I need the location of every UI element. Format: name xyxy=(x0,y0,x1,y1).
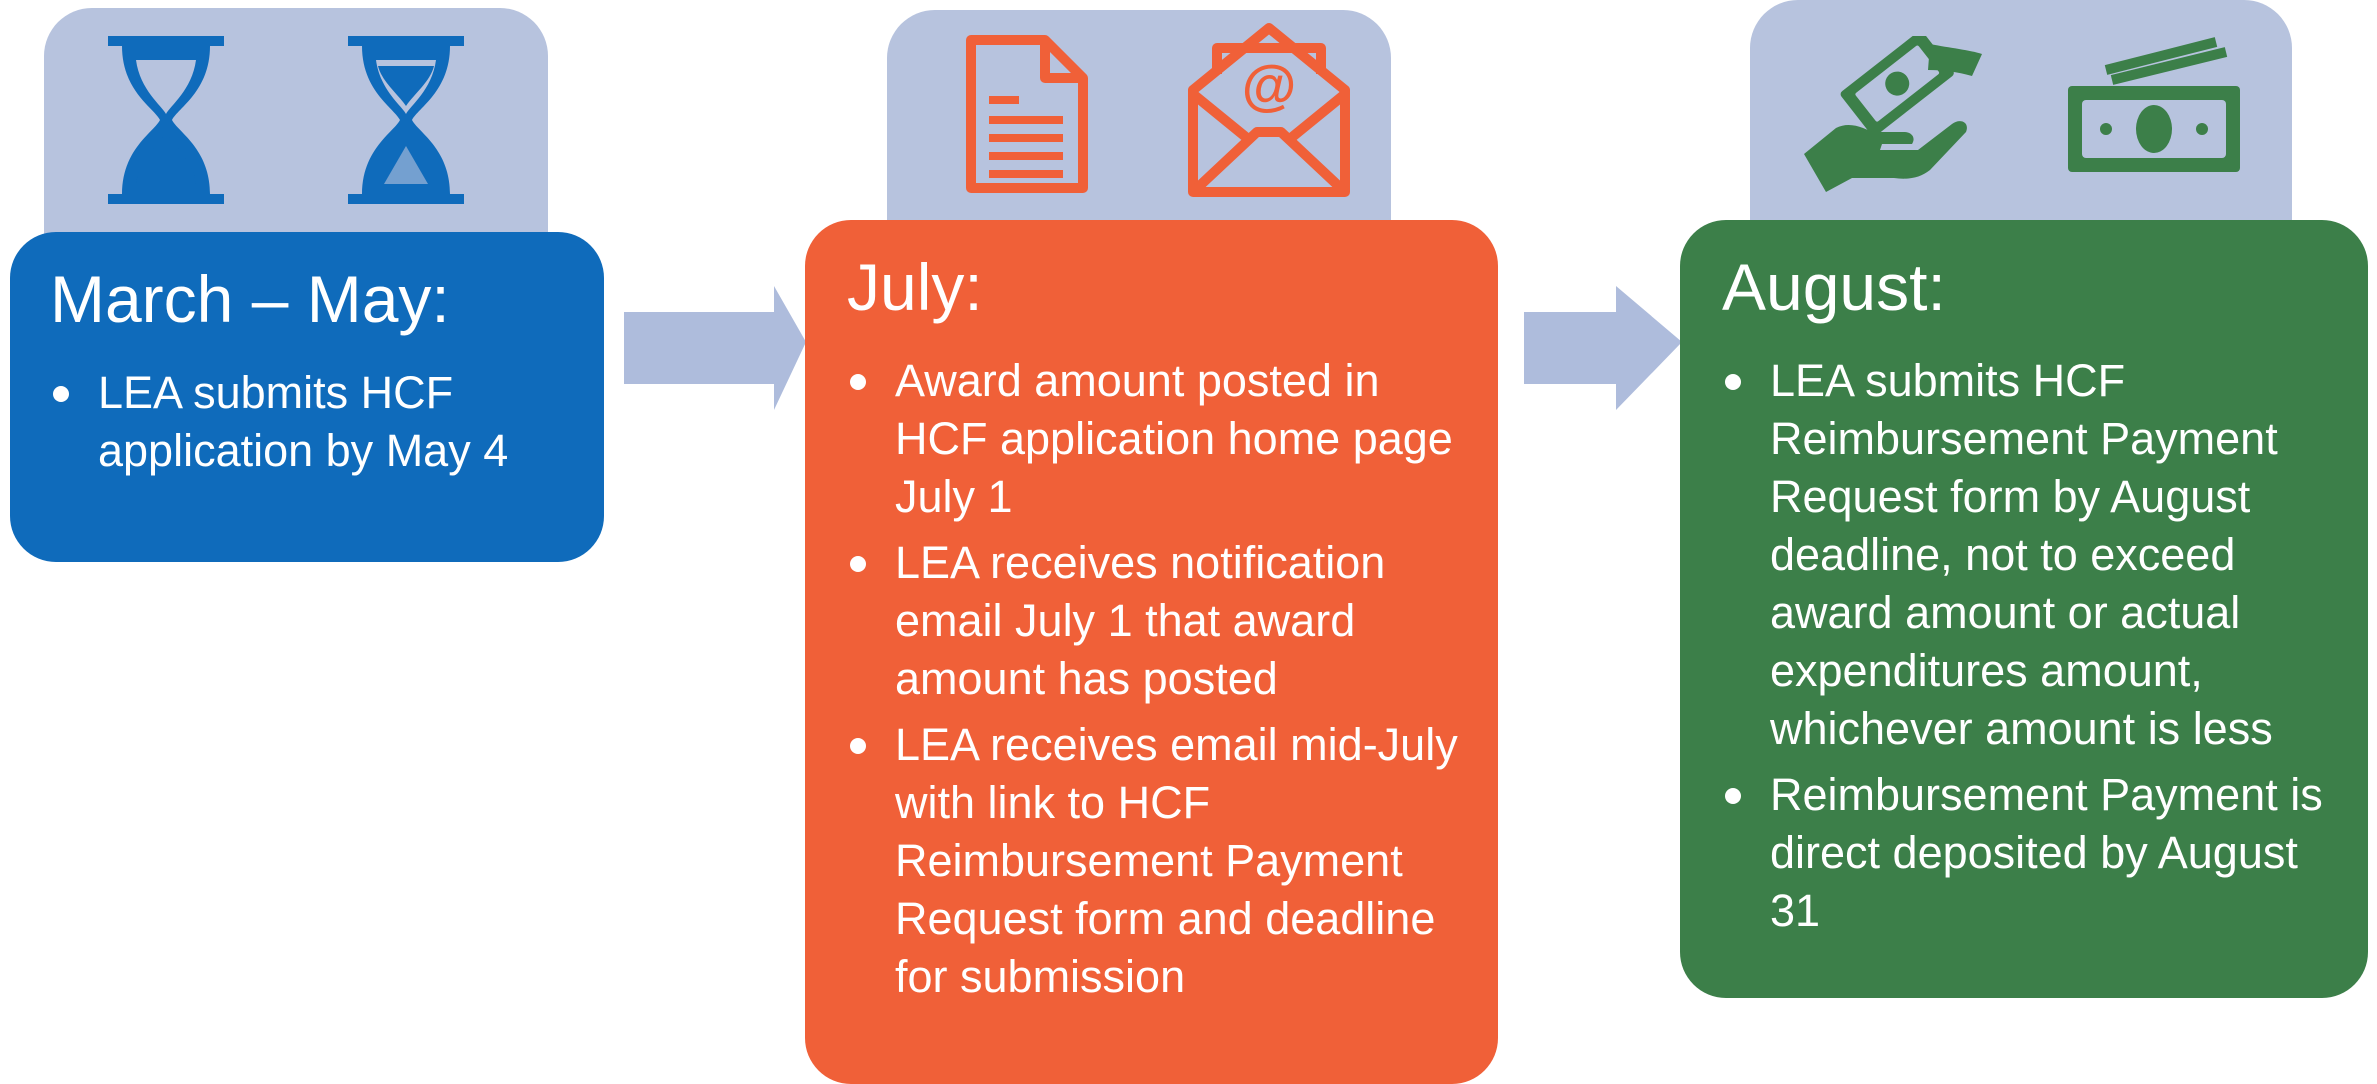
stage-3-card: August: LEA submits HCF Reimbursement Pa… xyxy=(1680,220,2368,998)
stage-2-title: July: xyxy=(847,250,983,324)
stage-3-bullets: LEA submits HCF Reimbursement Payment Re… xyxy=(1722,352,2338,940)
stage-3-bullet-1: LEA submits HCF Reimbursement Payment Re… xyxy=(1722,352,2338,758)
stage-1-card: March – May: LEA submits HCF application… xyxy=(10,232,604,562)
stage-1-icon-tab xyxy=(44,8,548,238)
stage-1-title: March – May: xyxy=(50,262,450,336)
arrow-2-icon xyxy=(1524,286,1682,410)
stage-3-icon-tab xyxy=(1750,0,2292,225)
arrow-1-icon xyxy=(624,286,806,410)
stage-2-card: July: Award amount posted in HCF applica… xyxy=(805,220,1498,1084)
stage-3-title: August: xyxy=(1722,250,1946,324)
stage-2-icon-tab: @ xyxy=(887,10,1391,235)
stage-2-bullet-3: LEA receives email mid-July with link to… xyxy=(847,716,1468,1006)
stage-2-bullets: Award amount posted in HCF application h… xyxy=(847,352,1468,1006)
cash-icon xyxy=(2068,37,2240,172)
stage-1-bullets: LEA submits HCF application by May 4 xyxy=(50,364,574,480)
stage-3-bullet-2: Reimbursement Payment is direct deposite… xyxy=(1722,766,2338,940)
stage-2-bullet-2: LEA receives notification email July 1 t… xyxy=(847,534,1468,708)
svg-text:@: @ xyxy=(1242,53,1297,116)
hourglass-icon xyxy=(348,36,464,204)
stage-2-bullet-1: Award amount posted in HCF application h… xyxy=(847,352,1468,526)
email-icon: @ xyxy=(1188,23,1350,197)
document-icon xyxy=(966,35,1088,193)
money-hand-icon xyxy=(1804,36,1982,192)
hourglass-icon xyxy=(108,36,224,204)
stage-1-bullet-1: LEA submits HCF application by May 4 xyxy=(50,364,574,480)
